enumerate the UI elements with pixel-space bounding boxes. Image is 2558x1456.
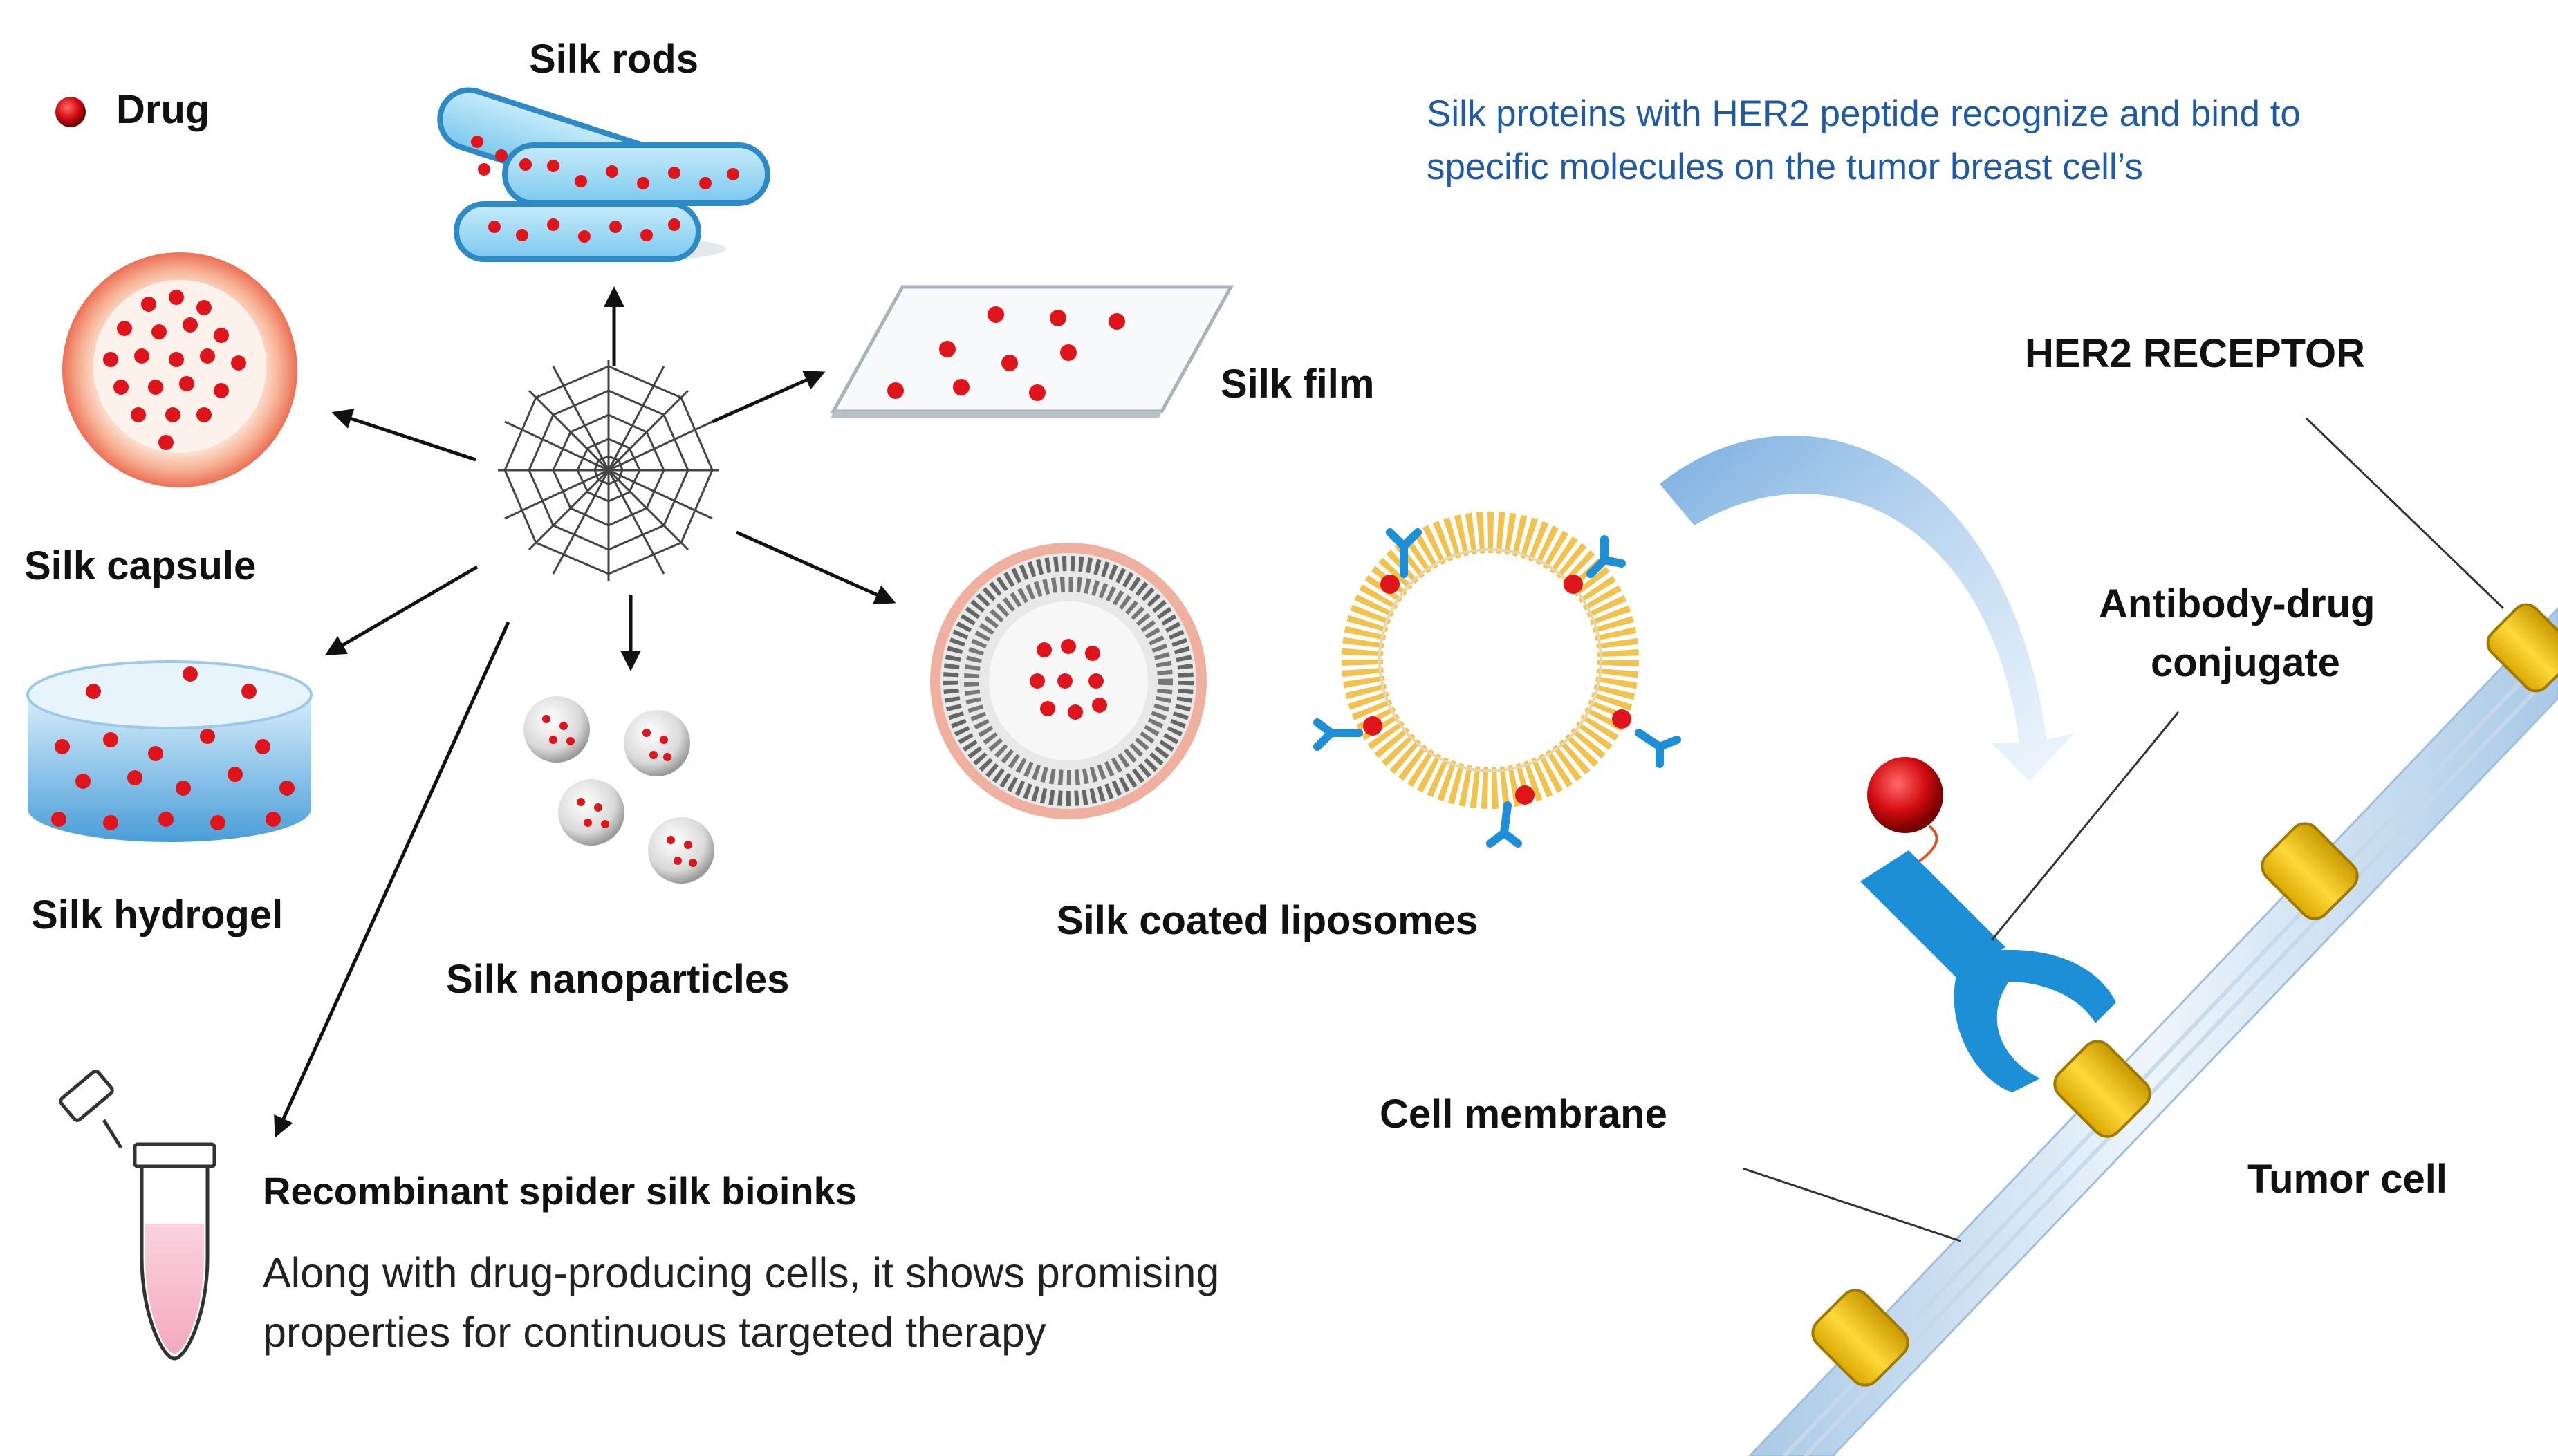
silk-film-illustration: [830, 285, 1234, 418]
legend-drug-dot: [55, 97, 86, 127]
tumor-cell-label: Tumor cell: [2247, 1157, 2447, 1202]
silk-rods-illustration: [437, 87, 770, 262]
spider-web-icon: [498, 360, 719, 581]
silk-coated-liposomes-label: Silk coated liposomes: [1057, 898, 1479, 943]
her2-receptors: [1811, 603, 2558, 1387]
silk-film-label: Silk film: [1221, 362, 1375, 407]
targeting-arrow: [1660, 435, 2075, 781]
silk-nanoparticles-illustration: [523, 696, 714, 884]
silk-hydrogel-illustration: [26, 660, 313, 842]
silk-hydrogel-label: Silk hydrogel: [31, 893, 284, 937]
antibody-liposome-illustration: [1313, 512, 1681, 848]
bioinks-title: Recombinant spider silk bioinks: [263, 1169, 857, 1213]
silk-rods-label: Silk rods: [529, 37, 698, 82]
antibody-drug-label-line1: Antibody-drug: [2099, 581, 2375, 626]
cell-membrane-label: Cell membrane: [1380, 1092, 1667, 1137]
antibody-drug-conjugate-icon: [1860, 757, 2116, 1092]
silk-nanoparticles-label: Silk nanoparticles: [446, 957, 790, 1002]
web-arrows: [274, 286, 896, 1138]
silk-coated-liposome-illustration: [930, 543, 1207, 819]
silk-capsule-illustration: [62, 252, 297, 487]
antibody-drug-label-line2: conjugate: [2151, 640, 2340, 685]
bioinks-text-line1: Along with drug-producing cells, it show…: [263, 1249, 1220, 1296]
leader-lines: [1742, 417, 2505, 1242]
bioinks-text-line2: properties for continuous targeted thera…: [263, 1309, 1046, 1356]
legend-drug-label: Drug: [116, 87, 210, 132]
bioink-tube-icon: [59, 1070, 216, 1361]
her2-receptor-label: HER2 RECEPTOR: [2025, 331, 2366, 376]
her2-note-line2: specific molecules on the tumor breast c…: [1427, 147, 2143, 187]
silk-capsule-label: Silk capsule: [24, 543, 257, 588]
her2-note-line1: Silk proteins with HER2 peptide recogniz…: [1427, 93, 2301, 134]
